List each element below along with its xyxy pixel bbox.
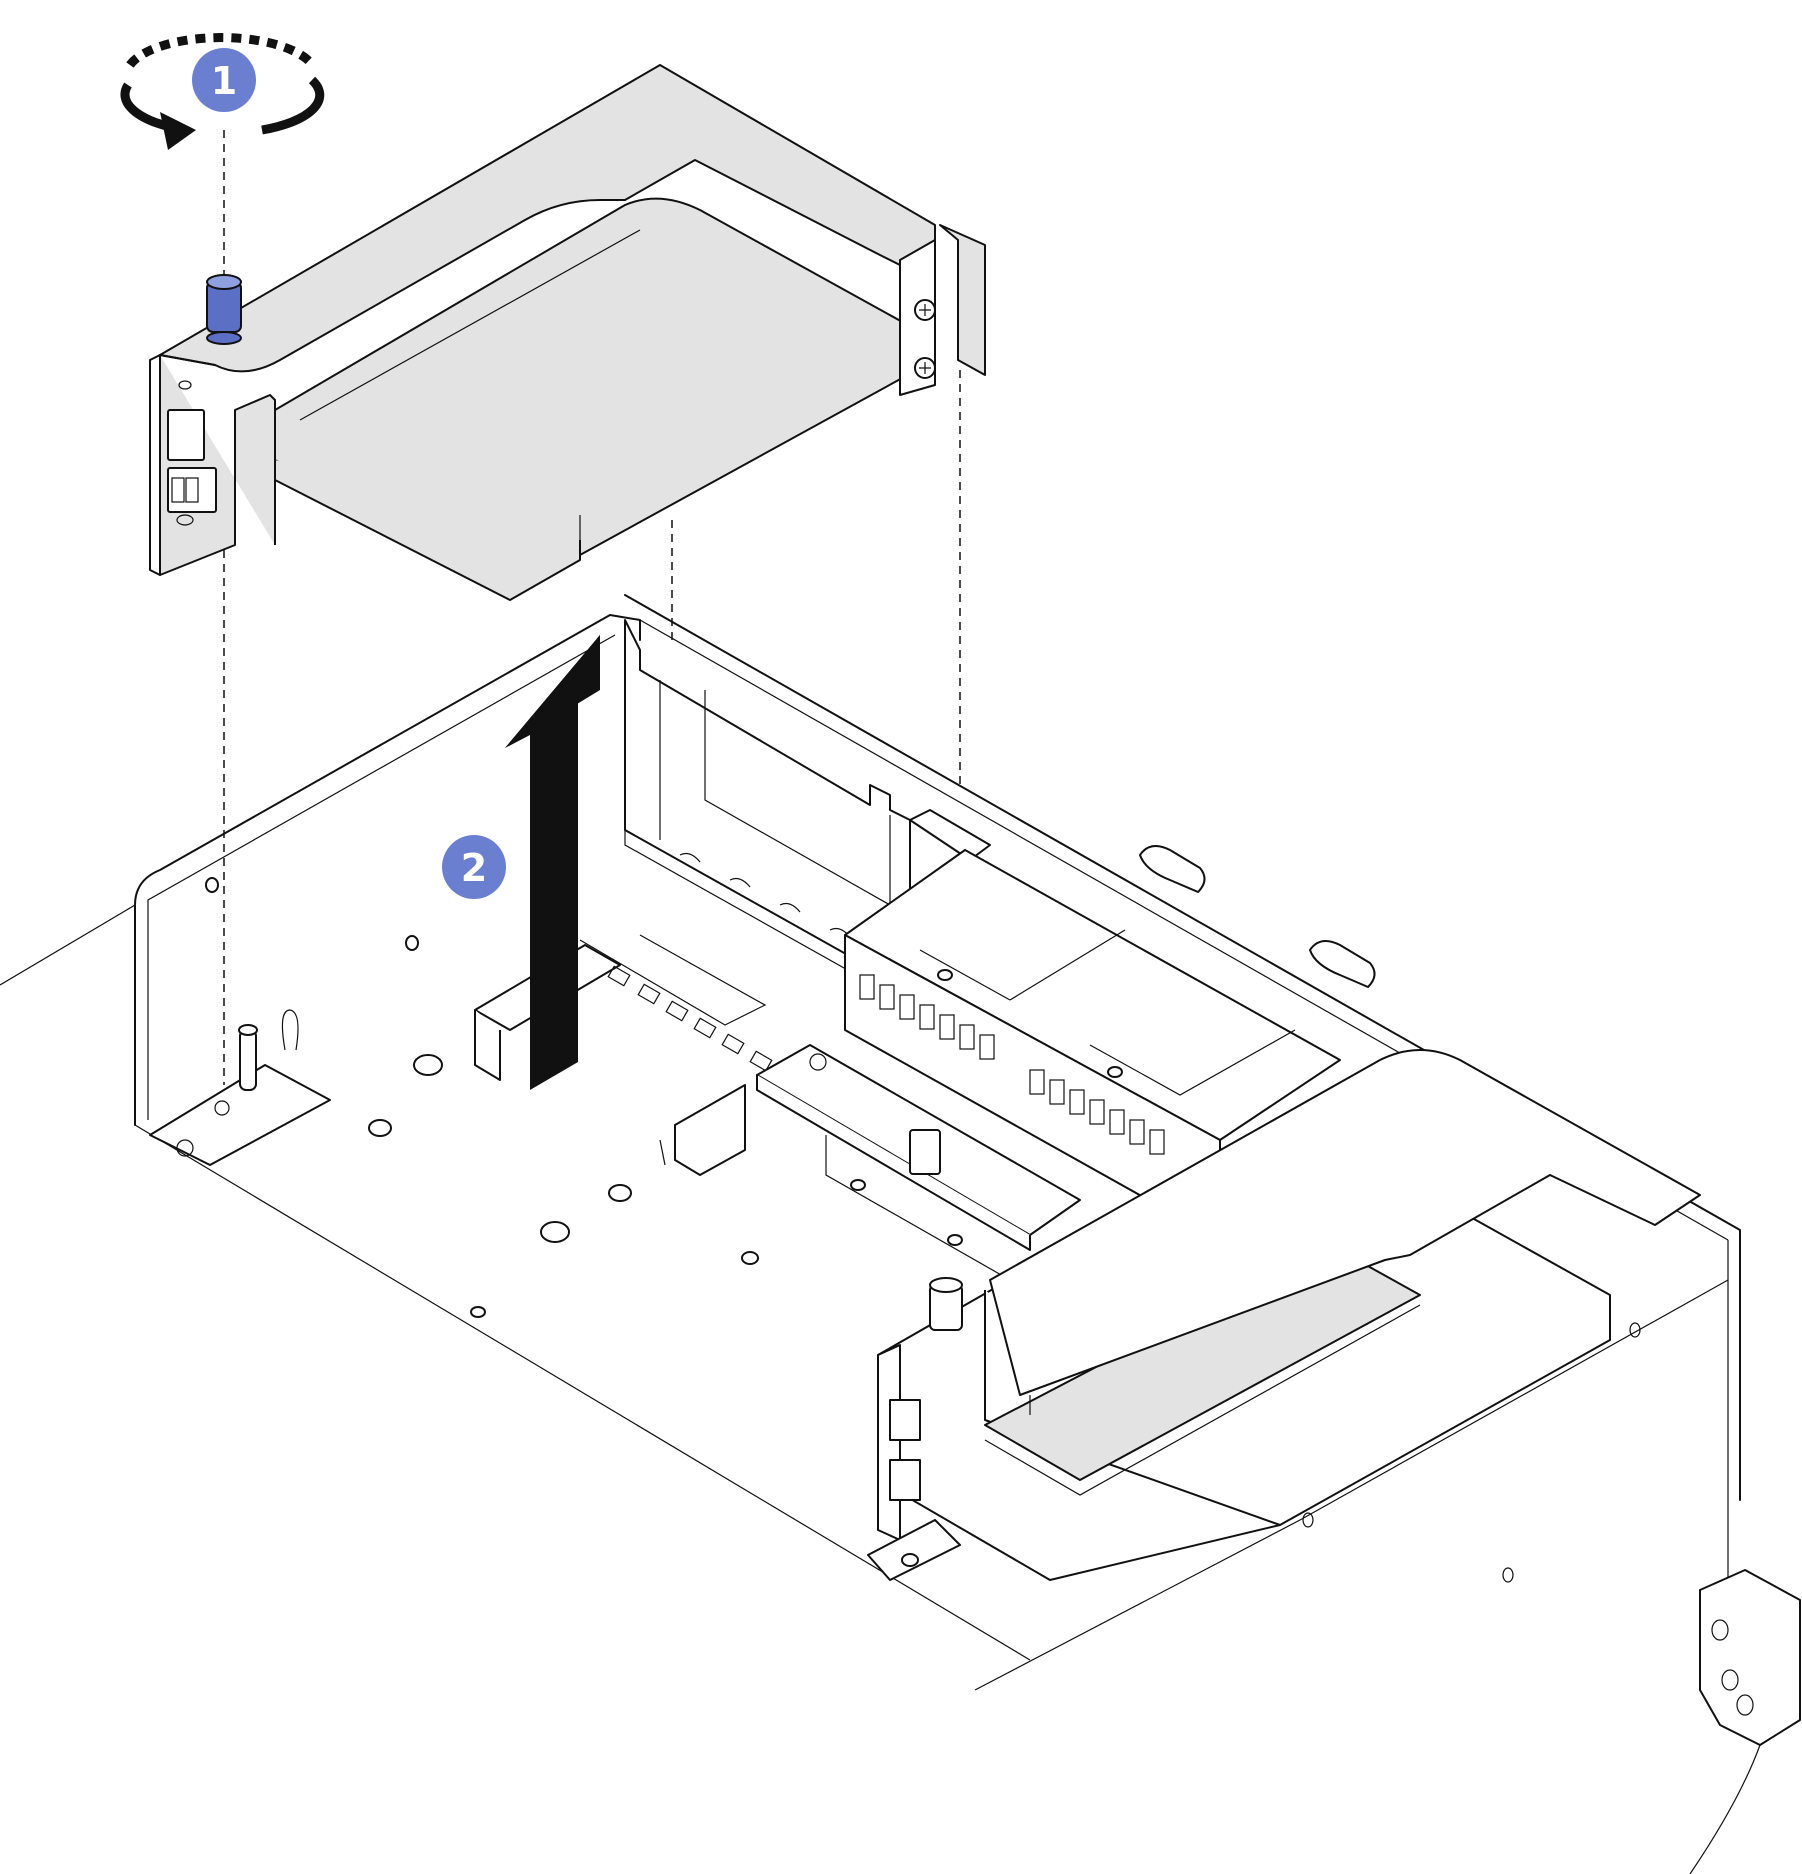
alignment-lines [223, 130, 961, 1085]
step-1-callout: 1 [192, 48, 256, 112]
chassis-standoffs [205, 877, 759, 1318]
rear-riser-bracket [624, 619, 991, 1007]
step-2-number: 2 [461, 846, 487, 890]
vent-block [844, 849, 1341, 1241]
left-guide-pin [149, 1009, 331, 1166]
step-1-number: 1 [211, 59, 237, 103]
riser-thumbscrew[interactable] [206, 274, 242, 345]
up-arrow-icon [505, 635, 600, 1090]
server-chassis [0, 594, 1741, 1700]
counterclockwise-rotation-icon [120, 33, 325, 150]
riser-assembly[interactable] [149, 64, 986, 601]
chassis-handle [1689, 1569, 1801, 1874]
back-wall-latches [1139, 845, 1376, 988]
mid-board [756, 1044, 1081, 1281]
step-2-callout: 2 [442, 835, 506, 899]
installed-riser-cage [867, 1049, 1701, 1583]
pcie-slot-connector [474, 934, 773, 1176]
